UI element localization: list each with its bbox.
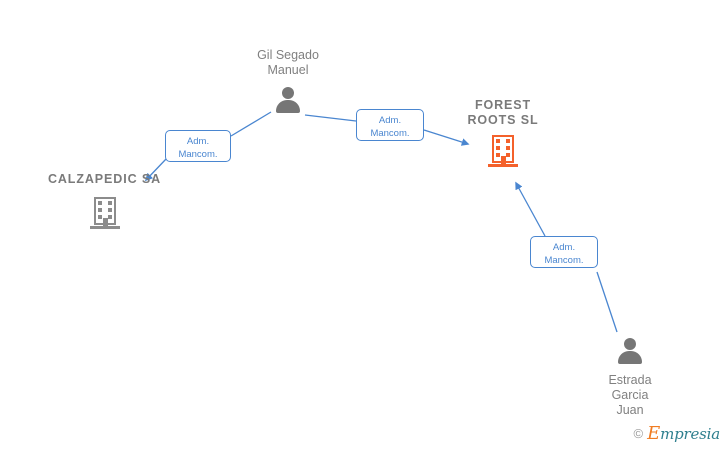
node-label-calzapedic-sa: CALZAPEDIC SA: [47, 172, 162, 186]
node-estrada-garcia-juan[interactable]: Estrada Garcia Juan: [565, 338, 695, 418]
empresia-watermark: © Empresia: [633, 423, 721, 444]
edge-line-gil-to-calzapedic: [230, 111, 272, 137]
node-gil-segado-manuel[interactable]: Gil Segado Manuel: [223, 48, 353, 115]
node-calzapedic-sa[interactable]: CALZAPEDIC SA: [37, 172, 172, 229]
node-label-gil-segado-manuel: Gil Segado Manuel: [257, 48, 319, 77]
node-label-forest-roots-sl: FOREST ROOTS SL: [467, 98, 539, 127]
edge-line-gil-to-forest: [304, 114, 357, 122]
brand-name: Empresia: [647, 423, 720, 444]
node-forest-roots-sl[interactable]: FOREST ROOTS SL: [438, 98, 568, 167]
edge-arrow-estrada-to-forest: [515, 181, 546, 237]
person-icon: [615, 338, 645, 366]
building-icon: [488, 135, 518, 167]
edge-label-gil-to-forest[interactable]: Adm. Mancom.: [356, 109, 424, 141]
person-icon: [273, 87, 303, 115]
edge-label-estrada-to-forest[interactable]: Adm. Mancom.: [530, 236, 598, 268]
node-label-estrada-garcia-juan: Estrada Garcia Juan: [608, 373, 652, 417]
brand-rest: mpresia: [660, 425, 720, 443]
building-icon: [89, 197, 120, 229]
edge-label-gil-to-calzapedic[interactable]: Adm. Mancom.: [165, 130, 231, 162]
edge-line-estrada-to-forest: [596, 271, 618, 333]
copyright-symbol: ©: [633, 426, 644, 441]
brand-initial: E: [647, 423, 661, 444]
